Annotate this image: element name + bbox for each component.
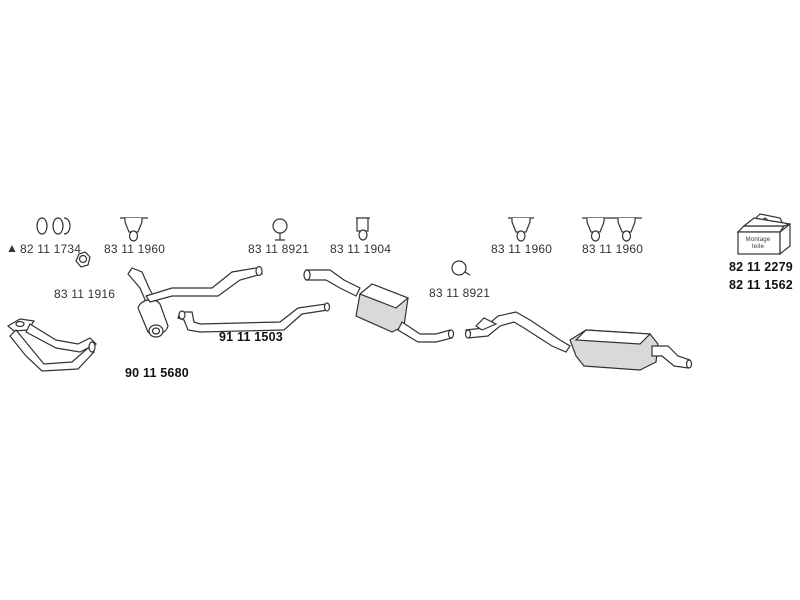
rear-muffler-icon <box>464 311 693 371</box>
mounting-kit-box-icon <box>736 213 791 256</box>
pipe-clamp-icon <box>272 218 288 241</box>
part-number-label: 83 11 8921 <box>429 286 491 300</box>
part-number-label: 91 11 1503 <box>219 330 283 344</box>
part-number-label: 83 11 8921 <box>248 242 310 256</box>
part-number-label: 90 11 5680 <box>125 366 189 380</box>
part-number-label: 83 11 1916 <box>54 287 116 301</box>
rubber-hanger-icon <box>120 217 148 242</box>
front-pipe-icon <box>6 318 98 372</box>
rubber-hanger-icon <box>508 217 534 242</box>
part-number-label: 83 11 1960 <box>491 242 553 256</box>
part-number-label: 83 11 1904 <box>330 242 392 256</box>
part-number-label: 83 11 1960 <box>104 242 166 256</box>
rubber-hanger-icon <box>356 217 370 241</box>
part-number-label: 82 11 1562 <box>729 278 793 292</box>
pipe-clamp-icon <box>451 260 471 276</box>
exhaust-ring-icon <box>75 251 91 268</box>
catalytic-converter-icon <box>127 265 264 338</box>
part-number-label: 83 11 1960 <box>582 242 644 256</box>
part-number-label: 82 11 2279 <box>729 260 793 274</box>
part-number-label: 82 11 1734 <box>20 242 82 256</box>
gasket-ring-icon <box>36 217 71 235</box>
part-marker: ▲ <box>6 241 19 255</box>
rubber-hanger-icon <box>582 217 642 242</box>
mounting-kit-box-text: Montage teile <box>745 237 771 250</box>
center-muffler-icon <box>303 269 455 343</box>
intermediate-pipe-icon <box>177 302 331 333</box>
